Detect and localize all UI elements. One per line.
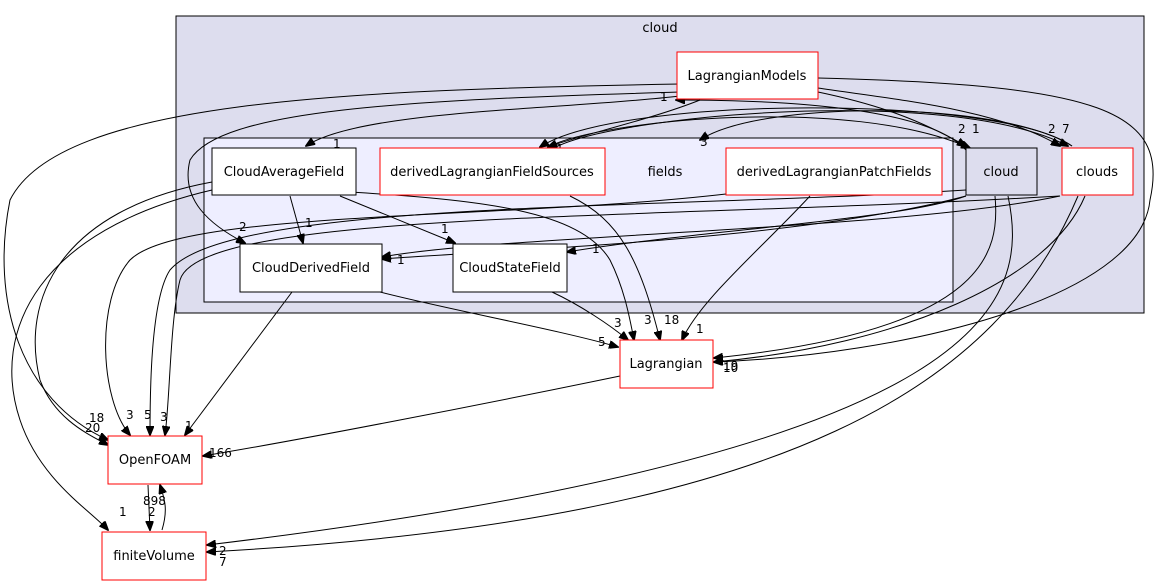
node-cloud-derived-field[interactable]: CloudDerivedField — [239, 243, 383, 293]
edge-avg-state — [339, 195, 455, 243]
edge-label-lm-clouds: 7 — [1062, 122, 1070, 136]
edge-label-openfoam-fv: 2 — [148, 505, 156, 519]
edge-label-fv-in-c: 7 — [219, 555, 227, 569]
edge-label-clouds-lagrangian-b: 10 — [723, 361, 738, 375]
node-cloud-state-field[interactable]: CloudStateField — [452, 243, 568, 293]
edge-label-cloud-lm: 1 — [660, 90, 668, 104]
edge-lm-sources — [548, 99, 701, 147]
edge-fv-openfoam — [160, 485, 165, 531]
edge-clouds-lagrangian — [714, 195, 1086, 362]
edge-label-lm-avg: 1 — [333, 137, 341, 151]
edge-label-fv-in-a: 1 — [119, 505, 127, 519]
node-cloud-state-field-label: CloudStateField — [459, 261, 561, 276]
edge-label-openfoam-in-a: 18 — [89, 411, 104, 425]
node-finite-volume-label: finiteVolume — [113, 549, 195, 564]
edge-label-fv-in-b: 2 — [219, 544, 227, 558]
edges — [3, 77, 1154, 552]
edge-derived-openfoam — [185, 291, 293, 435]
edge-clouds-sources — [540, 107, 1073, 147]
edge-label-derived-openfoam: 1 — [185, 419, 193, 433]
edge-clouds-fv — [207, 195, 1079, 552]
edge-avg-openfoam — [34, 181, 213, 445]
edge-label-openfoam-in-e: 3 — [160, 410, 168, 424]
edge-label-cloud-derived: 1 — [397, 253, 405, 267]
node-clouds-label: clouds — [1076, 165, 1118, 180]
edge-label-fv-openfoam: 898 — [143, 494, 166, 508]
node-derived-lagrangian-patch-fields[interactable]: derivedLagrangianPatchFields — [725, 147, 943, 196]
edge-cloud-openfoam — [150, 189, 967, 435]
edge-state-lagrangian — [551, 291, 628, 340]
edge-lm-avg — [306, 95, 681, 146]
cluster-cloud-label: cloud — [642, 21, 677, 36]
edge-label-cloud-state: 1 — [592, 242, 600, 256]
edge-patch-lagrangian — [682, 195, 811, 340]
node-derived-lagrangian-field-sources-label: derivedLagrangianFieldSources — [390, 165, 594, 180]
edge-label-openfoam-in-c: 3 — [126, 408, 134, 422]
node-openfoam[interactable]: OpenFOAM — [107, 435, 203, 485]
edge-label-sources-clouds: 2 — [1048, 122, 1056, 136]
node-cloud-average-field-label: CloudAverageField — [224, 165, 345, 180]
edge-cloud-lagrangian — [714, 195, 997, 358]
node-cloud-average-field[interactable]: CloudAverageField — [211, 147, 357, 196]
edge-lm-openfoam — [3, 83, 681, 440]
edge-cloud-fv — [207, 195, 1013, 545]
node-cloud[interactable]: cloud — [965, 147, 1038, 196]
edge-label-derived-lagrangian: 5 — [598, 335, 606, 349]
edge-label-sources-lagrangian: 3 — [644, 313, 652, 327]
node-lagrangian-models-label: LagrangianModels — [688, 69, 807, 84]
edge-sources-clouds — [555, 110, 1068, 148]
edge-label-openfoam-in-d: 5 — [144, 408, 152, 422]
edge-lm-derived — [187, 91, 681, 243]
edge-clouds-openfoam — [165, 195, 1061, 435]
edge-label-state-lagrangian: 3 — [614, 316, 622, 330]
edge-label-lagrangian-openfoam: 166 — [209, 446, 232, 460]
node-clouds[interactable]: clouds — [1061, 147, 1134, 196]
edge-label-avg-state: 1 — [441, 222, 449, 236]
node-lagrangian[interactable]: Lagrangian — [619, 339, 714, 389]
edge-label-cloud-lagrangian: 19 — [723, 359, 738, 373]
edge-lm-lagrangian — [714, 77, 1154, 362]
edge-cloud-state — [567, 195, 967, 252]
edge-label-clouds-lagrangian-a: 18 — [664, 313, 679, 327]
edge-patch-openfoam — [105, 193, 727, 435]
node-derived-lagrangian-field-sources[interactable]: derivedLagrangianFieldSources — [379, 147, 606, 196]
edge-openfoam-fv — [148, 484, 150, 530]
edge-lm-clouds — [817, 87, 1060, 146]
edge-sources-cloud — [547, 116, 970, 148]
edge-label-lm-cloud: 1 — [972, 122, 980, 136]
edge-derived-lagrangian — [379, 291, 618, 347]
node-openfoam-label: OpenFOAM — [119, 453, 191, 468]
node-cloud-label: cloud — [983, 165, 1018, 180]
edge-cloud-lm — [676, 100, 967, 151]
edge-label-clouds-fields: 3 — [700, 135, 708, 149]
node-lagrangian-models[interactable]: LagrangianModels — [676, 51, 819, 100]
node-cloud-derived-field-label: CloudDerivedField — [252, 261, 370, 276]
node-finite-volume[interactable]: finiteVolume — [101, 531, 207, 581]
edge-lagrangian-openfoam — [203, 375, 621, 456]
edge-clouds-derived — [382, 195, 1061, 257]
edge-label-sources-cloud: 2 — [958, 122, 966, 136]
cluster-fields-label: fields — [648, 165, 683, 180]
edge-label-avg-derived: 1 — [305, 216, 313, 230]
node-derived-lagrangian-patch-fields-label: derivedLagrangianPatchFields — [737, 165, 932, 180]
edge-label-openfoam-in-b: 20 — [85, 421, 100, 435]
edge-avg-fv — [11, 189, 213, 530]
edge-label-lm-derived: 2 — [239, 220, 247, 234]
node-lagrangian-label: Lagrangian — [629, 357, 702, 372]
edge-label-patch-lagrangian: 1 — [696, 322, 704, 336]
